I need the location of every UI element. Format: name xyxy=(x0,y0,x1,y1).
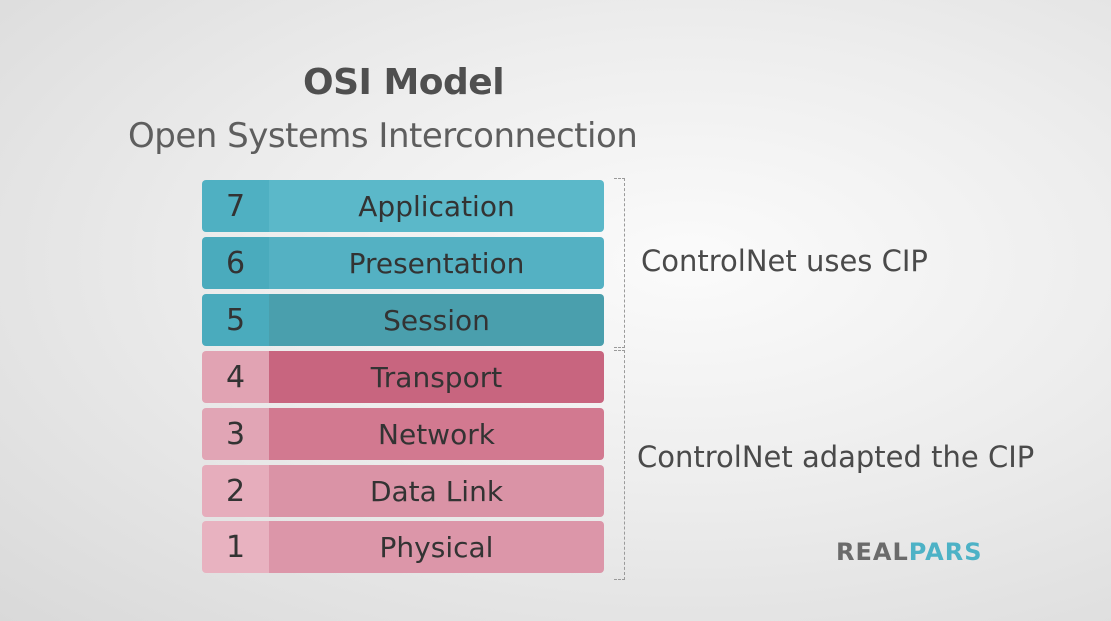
layer-name: Data Link xyxy=(269,465,604,517)
lower-annotation: ControlNet adapted the CIP xyxy=(637,440,1035,474)
layer-number: 6 xyxy=(202,237,269,289)
upper-bracket xyxy=(614,178,625,348)
layer-number: 4 xyxy=(202,351,269,403)
logo-text-real: REAL xyxy=(836,538,909,566)
layer-number: 3 xyxy=(202,408,269,460)
layer-network: 3 Network xyxy=(202,408,604,460)
page-subtitle: Open Systems Interconnection xyxy=(128,116,638,156)
layer-data-link: 2 Data Link xyxy=(202,465,604,517)
layer-transport: 4 Transport xyxy=(202,351,604,403)
layer-name: Session xyxy=(269,294,604,346)
layer-name: Physical xyxy=(269,521,604,573)
lower-bracket xyxy=(614,350,625,580)
layer-name: Transport xyxy=(269,351,604,403)
layer-name: Application xyxy=(269,180,604,232)
layer-physical: 1 Physical xyxy=(202,521,604,573)
upper-annotation: ControlNet uses CIP xyxy=(641,244,928,278)
layer-number: 2 xyxy=(202,465,269,517)
realpars-logo: REALPARS xyxy=(836,538,982,566)
layer-name: Network xyxy=(269,408,604,460)
layer-number: 1 xyxy=(202,521,269,573)
page-title: OSI Model xyxy=(303,62,505,103)
layer-number: 7 xyxy=(202,180,269,232)
layer-application: 7 Application xyxy=(202,180,604,232)
logo-text-pars: PARS xyxy=(908,538,983,566)
layer-presentation: 6 Presentation xyxy=(202,237,604,289)
layer-session: 5 Session xyxy=(202,294,604,346)
layer-number: 5 xyxy=(202,294,269,346)
layer-name: Presentation xyxy=(269,237,604,289)
